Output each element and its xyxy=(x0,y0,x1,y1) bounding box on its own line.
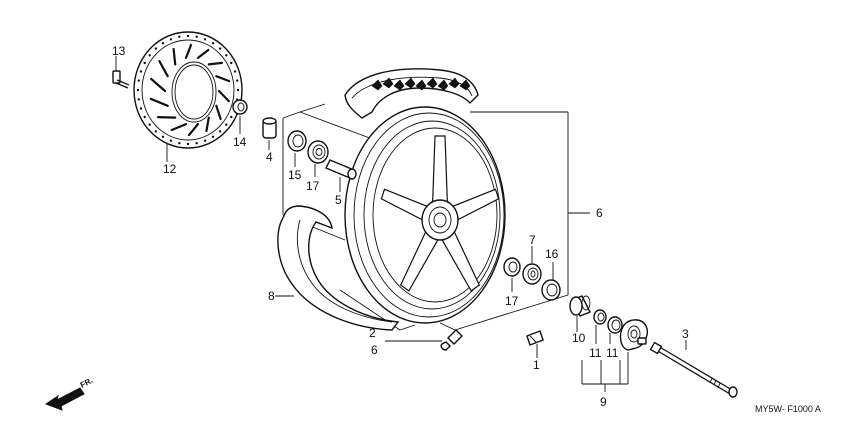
callout-16: 16 xyxy=(545,247,559,261)
callout-9: 9 xyxy=(600,395,607,409)
callout-3: 3 xyxy=(682,327,689,341)
arrow-icon xyxy=(44,387,85,411)
dust-seal-icon[interactable] xyxy=(287,130,307,152)
callout-15: 15 xyxy=(288,168,302,182)
callout-5: 5 xyxy=(335,193,342,207)
side-collar-icon[interactable] xyxy=(569,295,591,317)
callout-4: 4 xyxy=(266,150,273,164)
callout-6-valve: 6 xyxy=(371,343,378,357)
collar-icon[interactable] xyxy=(262,117,277,139)
callout-6-wheel: 6 xyxy=(596,206,603,220)
callout-12: 12 xyxy=(163,162,177,176)
callout-11-b: 11 xyxy=(606,346,619,360)
bearing-icon[interactable] xyxy=(522,263,542,285)
direction-label: FR. xyxy=(79,376,95,390)
speedometer-gearbox-icon[interactable] xyxy=(619,319,648,351)
front-direction-arrow: FR. xyxy=(44,376,95,411)
bearing-icon[interactable] xyxy=(503,257,521,277)
dust-seal-icon[interactable] xyxy=(607,316,623,334)
callout-17-lower: 17 xyxy=(505,294,519,308)
callout-11-a: 11 xyxy=(589,346,602,360)
dust-seal-icon[interactable] xyxy=(593,309,607,325)
diagram-code: MY5W- F1000 A xyxy=(755,404,821,414)
valve-stem-icon[interactable] xyxy=(440,329,463,351)
callouts: 13 12 14 4 15 17 5 8 6 7 16 17 2 6 1 10 … xyxy=(112,44,689,409)
bearing-icon[interactable] xyxy=(307,140,329,164)
nut-icon[interactable] xyxy=(232,99,248,115)
callout-1: 1 xyxy=(533,358,540,372)
callout-17-upper: 17 xyxy=(306,179,320,193)
balance-weight-icon[interactable] xyxy=(526,330,544,346)
callout-10: 10 xyxy=(572,331,586,345)
callout-13: 13 xyxy=(112,44,126,58)
callout-7: 7 xyxy=(529,233,536,247)
dust-seal-icon[interactable] xyxy=(541,279,561,301)
axle-icon[interactable] xyxy=(649,341,738,398)
distance-collar-icon[interactable] xyxy=(325,159,357,180)
brake-disc-icon[interactable] xyxy=(133,31,243,149)
disc-bolt-icon[interactable] xyxy=(112,70,130,89)
leader-lines xyxy=(115,56,687,392)
wheel-icon[interactable] xyxy=(344,106,506,324)
callout-14: 14 xyxy=(233,135,247,149)
tire-icon[interactable] xyxy=(277,68,479,331)
callout-8: 8 xyxy=(268,289,275,303)
callout-2: 2 xyxy=(369,326,376,340)
